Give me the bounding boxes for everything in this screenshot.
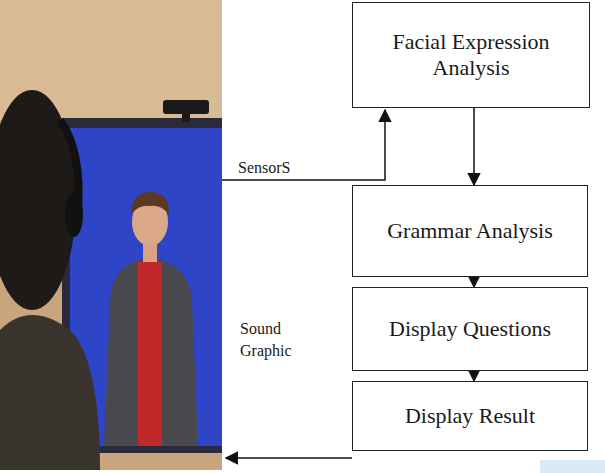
sensor-wire xyxy=(222,110,385,180)
sensor-device xyxy=(163,100,209,114)
flow-arrow xyxy=(473,277,475,287)
process-box: Grammar Analysis xyxy=(352,185,588,277)
sensor-stand xyxy=(182,114,190,122)
user-figure xyxy=(0,90,100,470)
signal-label: SensorS xyxy=(238,157,328,179)
process-box: Facial Expression Analysis xyxy=(352,2,590,108)
box-label: Display Questions xyxy=(389,316,551,342)
process-box: Display Result xyxy=(352,381,588,451)
avatar-figure xyxy=(104,192,198,446)
process-box: Display Questions xyxy=(352,287,588,371)
flow-arrow xyxy=(473,108,475,185)
flow-arrow xyxy=(473,371,475,381)
box-label: Facial Expression Analysis xyxy=(361,29,581,82)
box-label: Display Result xyxy=(405,403,535,429)
signal-label: Sound Graphic xyxy=(240,318,310,361)
corner-tint xyxy=(540,460,605,473)
box-label: Grammar Analysis xyxy=(387,218,553,244)
output-arrow xyxy=(226,457,352,459)
